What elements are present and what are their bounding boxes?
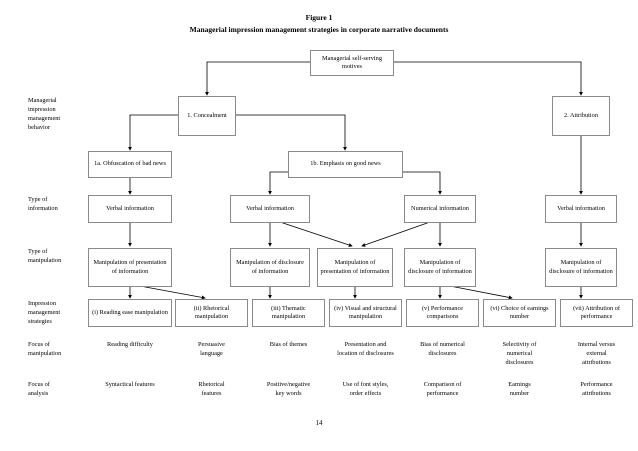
node-emphasis-good-news: 1b. Emphasis on good news xyxy=(288,151,403,178)
node-root-motives: Managerial self-serving motives xyxy=(310,50,394,76)
node-strategy-performance-comparisons: (v) Performance comparisons xyxy=(406,299,479,327)
node-obfuscation-bad-news: 1a. Obfuscation of bad news xyxy=(88,151,172,178)
focus-analysis-syntactical-features: Syntactical features xyxy=(105,381,155,388)
row-label-impression-strategies: Impression management strategies xyxy=(28,300,61,325)
node-strategy-choice-earnings: (vi) Choice of earnings number xyxy=(483,299,556,327)
node-strategy-attribution-performance: (vii) Attribution of performance xyxy=(560,299,633,327)
focus-analysis-comparison-performance: Comparison of performance xyxy=(423,381,462,397)
focus-manipulation-internal-external: Internal versus external attributions xyxy=(577,341,616,366)
focus-manipulation-selectivity-numerical: Selectivity of numerical disclosures xyxy=(502,341,537,366)
figure-label: Figure 1 xyxy=(305,13,333,22)
row-label-type-of-manipulation: Type of manipulation xyxy=(28,248,62,264)
row-label-focus-of-analysis: Focus of analysis xyxy=(28,381,50,397)
node-strategy-visual-structural: (iv) Visual and structural manipulation xyxy=(329,299,402,327)
focus-manipulation-bias-of-themes: Bias of themes xyxy=(269,341,308,348)
node-information-verbal-1: Verbal information xyxy=(88,195,172,223)
node-attribution: 2. Attribution xyxy=(552,96,610,136)
node-manipulation-disclosure-2: Manipulation of disclosure of informatio… xyxy=(404,248,476,287)
focus-analysis-rhetorical-features: Rhetorical features xyxy=(198,381,225,397)
focus-manipulation-presentation-location: Presentation and location of disclosures xyxy=(337,341,394,357)
node-strategy-rhetorical: (ii) Rhetorical manipulation xyxy=(175,299,248,327)
node-strategy-thematic: (iii) Thematic manipulation xyxy=(252,299,325,327)
figure-title: Managerial impression management strateg… xyxy=(189,25,449,34)
focus-analysis-performance-attributions: Performance attributions xyxy=(580,381,613,397)
node-manipulation-disclosure-1: Manipulation of disclosure of informatio… xyxy=(230,248,310,287)
node-manipulation-disclosure-3: Manipulation of disclosure of informatio… xyxy=(545,248,617,287)
node-information-verbal-2: Verbal information xyxy=(230,195,310,223)
page-number: 14 xyxy=(315,419,323,427)
node-strategy-reading-ease: (i) Reading ease manipulation xyxy=(88,299,172,327)
focus-manipulation-persuasive-language: Persuasive language xyxy=(198,341,225,357)
focus-manipulation-bias-numerical: Bias of numerical disclosures xyxy=(420,341,465,357)
focus-analysis-positive-negative-keywords: Positive/negative key words xyxy=(266,381,311,397)
node-manipulation-presentation-1: Manipulation of presentation of informat… xyxy=(88,248,172,287)
node-information-numerical: Numerical information xyxy=(404,195,476,223)
node-information-verbal-3: Verbal information xyxy=(545,195,617,223)
row-label-behavior: Managerial impression management behavio… xyxy=(28,97,61,131)
focus-analysis-font-styles-order: Use of font styles, order effects xyxy=(342,381,389,397)
node-manipulation-presentation-2: Manipulation of presentation of informat… xyxy=(317,248,393,287)
focus-analysis-earnings-number: Earnings number xyxy=(508,381,531,397)
focus-manipulation-reading-difficulty: Reading difficulty xyxy=(107,341,153,348)
row-label-focus-of-manipulation: Focus of manipulation xyxy=(28,341,62,357)
row-label-type-of-information: Type of information xyxy=(28,196,58,212)
node-concealment: 1. Concealment xyxy=(178,96,236,136)
